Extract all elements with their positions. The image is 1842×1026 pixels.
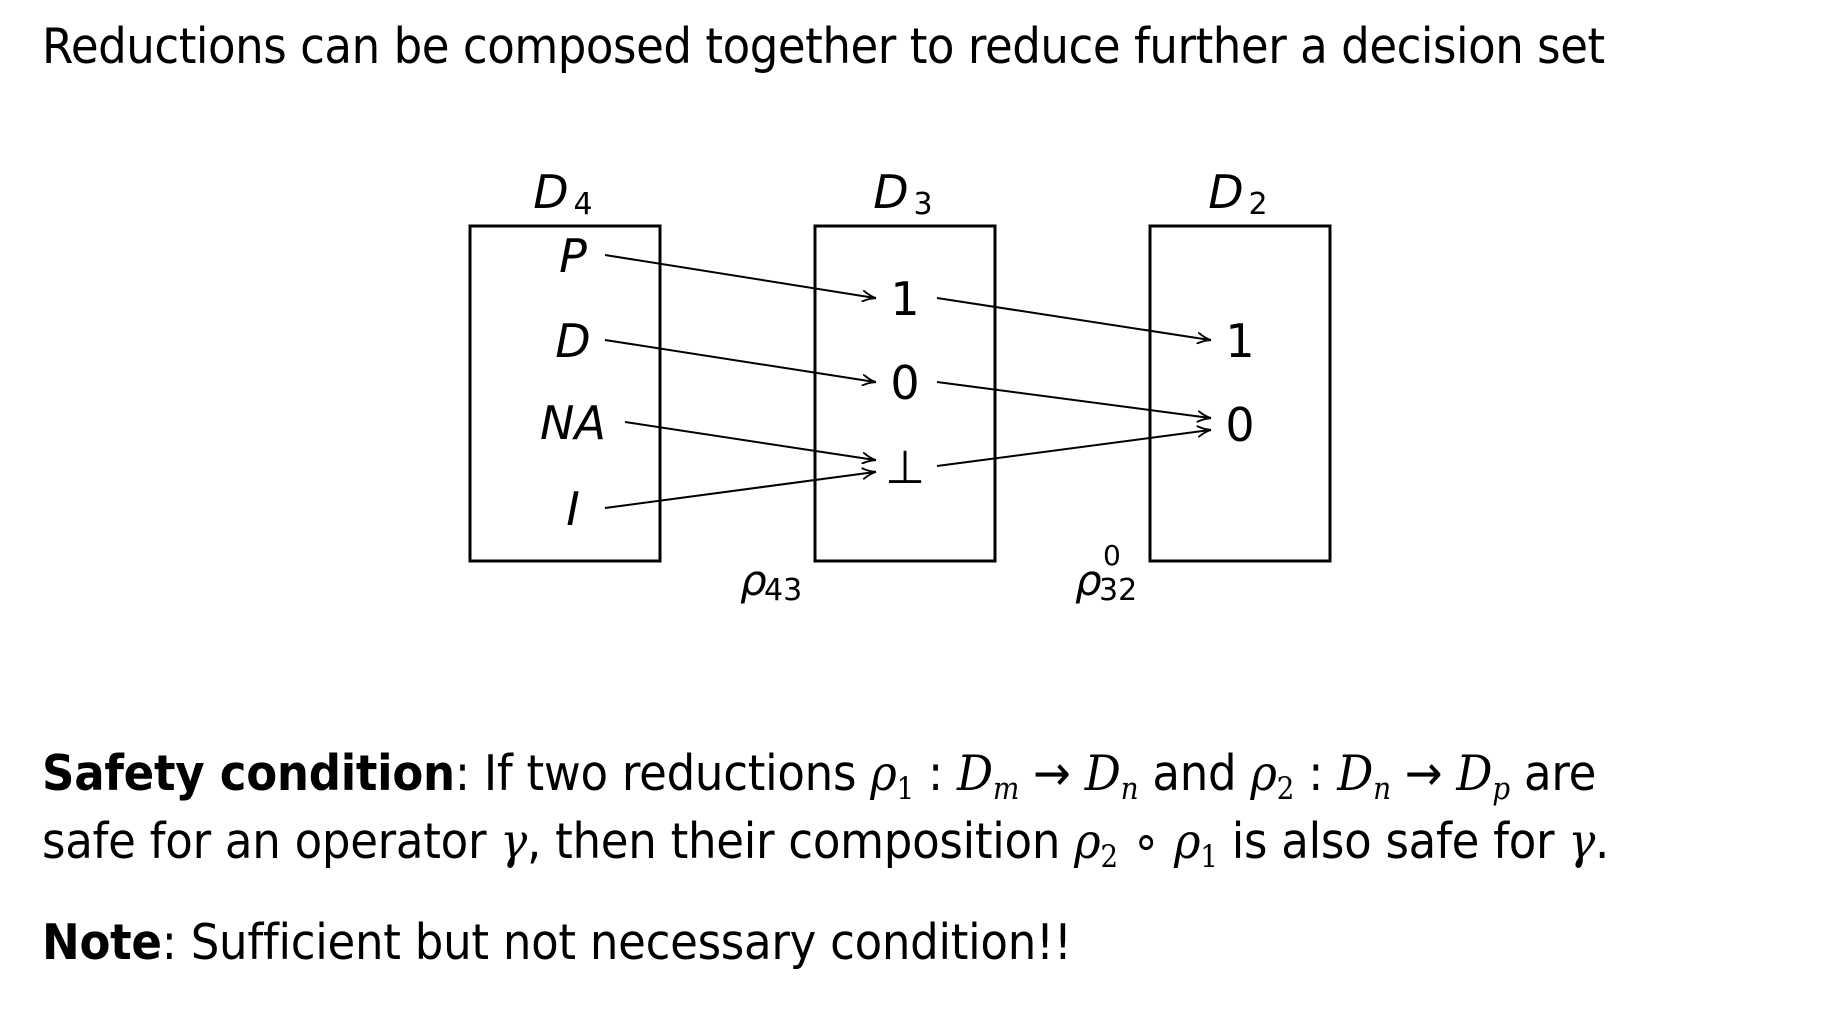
rho-1: ρ1: [1173, 813, 1218, 876]
mapping-arrow: [624, 421, 875, 460]
mapping-label-subscript: 32: [1099, 573, 1137, 608]
mapping-arrow: [936, 381, 1210, 418]
gamma-symbol: γ: [500, 813, 527, 870]
gamma-symbol: γ: [1568, 813, 1596, 870]
set-Dn: Dn: [1084, 745, 1139, 808]
set-element: 1: [890, 272, 919, 326]
mapping-arrow: [604, 472, 875, 509]
safety-condition-heading: Safety condition: [42, 745, 455, 802]
set-element: ⊥: [885, 440, 925, 494]
set-Dm: Dm: [957, 745, 1020, 808]
mapping-arrow: [604, 254, 875, 298]
set-element: 0: [890, 356, 919, 410]
note-heading: Note: [42, 914, 162, 971]
slide-title: Reductions can be composed together to r…: [42, 18, 1605, 75]
set-label-subscript: 2: [1248, 187, 1267, 222]
set-label-subscript: 3: [913, 187, 932, 222]
note-text: : Sufficient but not necessary condition…: [161, 914, 1072, 971]
mapping-ρ43: [604, 254, 875, 509]
set-label: D: [873, 165, 908, 219]
set-label: D: [1208, 165, 1243, 219]
set-Dn: Dn: [1337, 745, 1391, 808]
set-element: I: [566, 482, 580, 536]
set-element: NA: [540, 396, 606, 450]
rho-2: ρ2: [1250, 745, 1295, 808]
set-Dp: Dp: [1456, 745, 1510, 808]
set-element: D: [555, 314, 590, 368]
mapping-label-superscript: 0: [1103, 539, 1121, 572]
set-label-subscript: 4: [573, 187, 592, 222]
rho-2: ρ2: [1074, 813, 1118, 876]
mapping-label: ρ: [1075, 556, 1102, 605]
set-element: P: [559, 229, 587, 283]
mapping-arrow: [936, 430, 1210, 467]
set-box: [468, 224, 662, 563]
set-label: D: [533, 165, 568, 219]
set-box: [1148, 224, 1332, 563]
set-element: 1: [1225, 314, 1254, 368]
set-box: [813, 224, 997, 563]
mapping-arrow: [604, 339, 875, 382]
rho-1: ρ1: [870, 745, 914, 808]
mapping-arrow: [936, 297, 1210, 340]
mapping-ρ32: [936, 297, 1210, 467]
mapping-label-subscript: 43: [764, 573, 802, 608]
safety-condition-line-2: safe for an operator γ, then their compo…: [42, 813, 1610, 876]
note-line: Note: Sufficient but not necessary condi…: [42, 914, 1072, 971]
safety-condition-line-1: Safety condition: If two reductions ρ1 :…: [42, 745, 1597, 808]
set-element: 0: [1225, 398, 1254, 452]
compose-operator: ∘: [1117, 813, 1174, 870]
mapping-label: ρ: [740, 556, 767, 605]
